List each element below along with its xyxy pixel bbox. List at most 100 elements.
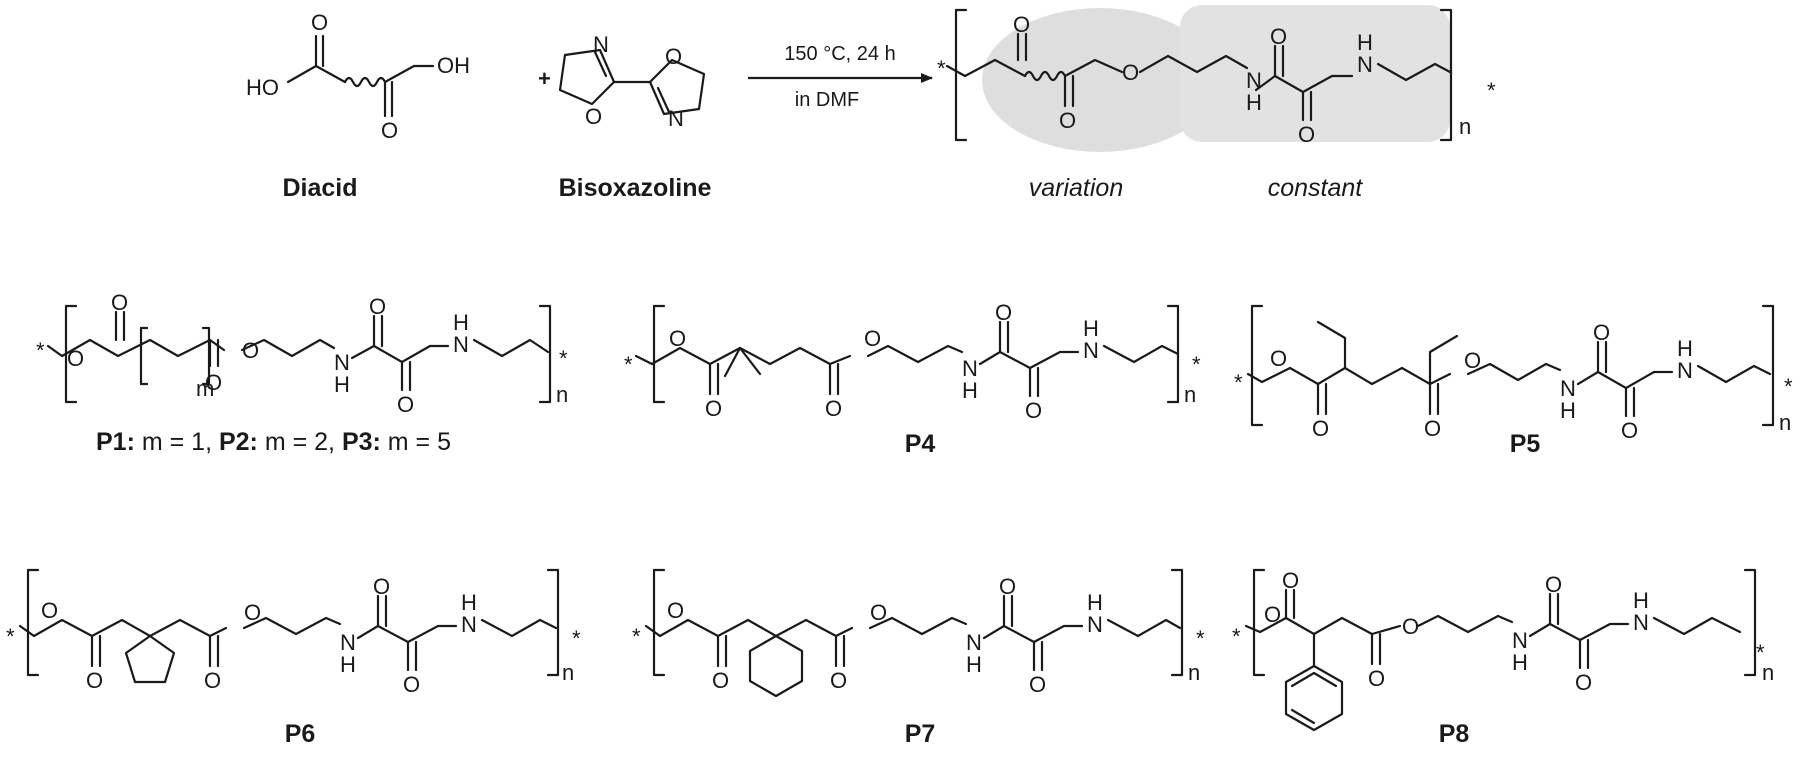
product-polymer-structure: * * O O O N H O O N H n bbox=[937, 8, 1496, 147]
chain-end-star: * bbox=[1784, 374, 1793, 399]
atom-O: O bbox=[667, 598, 684, 623]
atom-O: O bbox=[825, 396, 842, 421]
atom-H: H bbox=[461, 590, 477, 615]
atom-O: O bbox=[204, 668, 221, 693]
repeat-index-n: n bbox=[1184, 382, 1196, 407]
atom-H: H bbox=[453, 310, 469, 335]
atom-H: H bbox=[1246, 90, 1262, 115]
condition-temperature-time: 150 °C, 24 h bbox=[784, 43, 895, 65]
atom-O: O bbox=[870, 600, 887, 625]
atom-O: O bbox=[1264, 602, 1281, 627]
chain-end-star: * bbox=[1756, 640, 1765, 665]
atom-N: N bbox=[461, 612, 477, 637]
atom-N: N bbox=[1357, 52, 1373, 77]
atom-O: O bbox=[111, 290, 128, 315]
atom-O: O bbox=[41, 598, 58, 623]
p2-value: m = 2, bbox=[258, 428, 342, 456]
chain-end-star: * bbox=[1487, 78, 1496, 103]
polymer-p5-label: P5 bbox=[1510, 430, 1541, 458]
atom-O: O bbox=[585, 104, 602, 129]
polymer-p7-label: P7 bbox=[905, 720, 936, 748]
atom-O: O bbox=[1575, 670, 1592, 695]
atom-O: O bbox=[1029, 672, 1046, 697]
atom-O: O bbox=[1312, 416, 1329, 441]
atom-N: N bbox=[1246, 68, 1262, 93]
atom-HO: HO bbox=[246, 75, 279, 100]
atom-N: N bbox=[1633, 610, 1649, 635]
atom-O: O bbox=[669, 326, 686, 351]
polymer-p6-structure: * * O O O O N H O O N H n bbox=[6, 568, 581, 697]
atom-H: H bbox=[1633, 588, 1649, 613]
diacid-label: Diacid bbox=[282, 174, 357, 202]
atom-H: H bbox=[1357, 30, 1373, 55]
repeat-index-n: n bbox=[1762, 660, 1774, 685]
atom-O: O bbox=[397, 392, 414, 417]
atom-O: O bbox=[1270, 346, 1287, 371]
chain-end-star: * bbox=[572, 626, 581, 651]
atom-O: O bbox=[86, 668, 103, 693]
chain-end-star: * bbox=[36, 338, 45, 363]
polymer-p4-structure: * * O O O O N H O O N H n bbox=[624, 300, 1201, 423]
polymer-p6-label: P6 bbox=[285, 720, 316, 748]
polymer-p8-label: P8 bbox=[1439, 720, 1470, 748]
bisoxazoline-label: Bisoxazoline bbox=[559, 174, 712, 202]
atom-O: O bbox=[244, 600, 261, 625]
atom-O: O bbox=[1424, 416, 1441, 441]
polymer-p5-structure: * * O O O O N H O O N H n bbox=[1234, 304, 1793, 443]
atom-O: O bbox=[1464, 348, 1481, 373]
constant-highlight bbox=[1180, 5, 1450, 142]
atom-O: O bbox=[381, 118, 398, 143]
chain-end-star: * bbox=[624, 352, 633, 377]
repeat-index-m: m bbox=[196, 376, 214, 401]
repeat-index-n: n bbox=[556, 382, 568, 407]
variation-label: variation bbox=[1029, 174, 1124, 202]
atom-H: H bbox=[340, 652, 356, 677]
atom-O: O bbox=[864, 326, 881, 351]
polymer-p1-p3-structure: * * O O O O N H O O N H n m bbox=[36, 290, 568, 417]
atom-N: N bbox=[593, 32, 609, 57]
atom-H: H bbox=[1560, 398, 1576, 423]
atom-O: O bbox=[205, 370, 222, 395]
atom-O: O bbox=[311, 10, 328, 35]
atom-O: O bbox=[1298, 122, 1315, 147]
polymer-p1-p3-label: P1: m = 1, P2: m = 2, P3: m = 5 bbox=[96, 428, 451, 456]
atom-O: O bbox=[1402, 614, 1419, 639]
repeat-index-n: n bbox=[562, 660, 574, 685]
p1-value: m = 1, bbox=[135, 428, 219, 456]
atom-H: H bbox=[962, 378, 978, 403]
atom-O: O bbox=[403, 672, 420, 697]
chain-end-star: * bbox=[1192, 352, 1201, 377]
polymer-p8-structure: * * O O O O N H O O N H n bbox=[1232, 568, 1774, 732]
condition-solvent: in DMF bbox=[795, 89, 859, 111]
p3-value: m = 5 bbox=[381, 428, 451, 456]
atom-H: H bbox=[1087, 590, 1103, 615]
p3-name: P3: bbox=[342, 428, 381, 456]
p2-name: P2: bbox=[219, 428, 258, 456]
atom-N: N bbox=[966, 630, 982, 655]
atom-O: O bbox=[373, 574, 390, 599]
atom-O: O bbox=[999, 574, 1016, 599]
atom-N: N bbox=[1677, 358, 1693, 383]
chain-end-star: * bbox=[1232, 624, 1241, 649]
atom-O: O bbox=[705, 396, 722, 421]
repeat-index-n: n bbox=[1779, 410, 1791, 435]
atom-O: O bbox=[830, 668, 847, 693]
atom-N: N bbox=[1083, 338, 1099, 363]
atom-O: O bbox=[369, 294, 386, 319]
atom-N: N bbox=[1087, 612, 1103, 637]
atom-O: O bbox=[1270, 24, 1287, 49]
variation-highlight bbox=[982, 8, 1218, 152]
atom-H: H bbox=[1677, 336, 1693, 361]
atom-O: O bbox=[712, 668, 729, 693]
polymer-p7-structure: * * O O O O N H O O N H n bbox=[632, 568, 1205, 698]
polymer-p4-label: P4 bbox=[905, 430, 936, 458]
bisoxazoline-structure: N O O N bbox=[558, 32, 706, 131]
diacid-structure: O HO OH O bbox=[246, 10, 470, 143]
chain-end-star: * bbox=[632, 624, 641, 649]
atom-H: H bbox=[1083, 316, 1099, 341]
atom-H: H bbox=[966, 652, 982, 677]
atom-N: N bbox=[340, 630, 356, 655]
atom-O: O bbox=[995, 300, 1012, 325]
chain-end-star: * bbox=[6, 624, 15, 649]
